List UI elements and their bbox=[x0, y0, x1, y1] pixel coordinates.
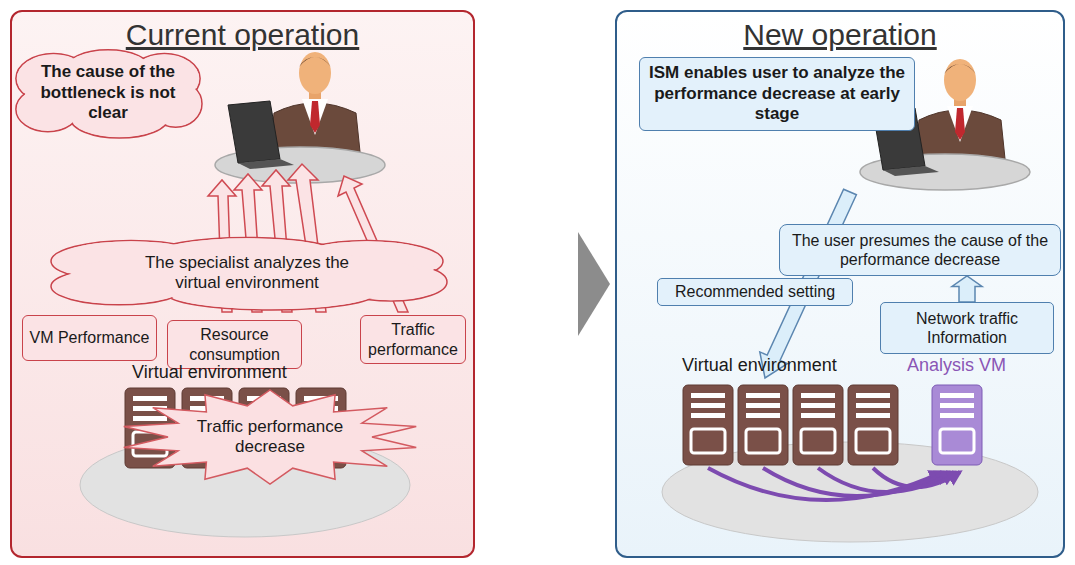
text-block: Traffic performance bbox=[366, 320, 460, 358]
illustration-part bbox=[296, 388, 346, 468]
text-block: Recommended setting bbox=[675, 282, 835, 301]
process-box: The user presumes the cause of the perfo… bbox=[779, 224, 1061, 276]
node-text: Traffic performance decrease bbox=[176, 417, 364, 458]
illustration-part bbox=[234, 174, 262, 312]
illustration-part bbox=[932, 385, 982, 465]
illustration-part bbox=[818, 468, 954, 492]
illustration-part bbox=[239, 388, 289, 468]
flow-label-box: Network traffic Information bbox=[880, 302, 1054, 354]
left-illustration bbox=[80, 52, 410, 537]
illustration-part bbox=[683, 385, 733, 465]
text-block: VM Performance bbox=[29, 328, 149, 347]
traffic-mirror-arrows bbox=[708, 468, 960, 500]
node-text: The specialist analyzes the virtual envi… bbox=[122, 253, 372, 294]
illustration-part bbox=[738, 385, 788, 465]
illustration-part bbox=[288, 164, 326, 312]
illustration-part bbox=[215, 52, 385, 183]
transition-arrow bbox=[578, 232, 610, 336]
text-block: The cause of the bottleneck is not clear bbox=[32, 62, 184, 123]
illustration-part bbox=[182, 388, 232, 468]
text-block: Traffic performance decrease bbox=[176, 417, 364, 458]
illustration-part bbox=[873, 468, 960, 487]
panel-title: New operation bbox=[617, 18, 1063, 52]
right-illustration bbox=[662, 59, 1038, 542]
analysis-arrows bbox=[208, 164, 408, 312]
metric-box: Traffic performance bbox=[360, 315, 466, 364]
illustration-part bbox=[80, 433, 410, 537]
node-text: The cause of the bottleneck is not clear bbox=[32, 62, 184, 123]
illustration-part bbox=[763, 468, 948, 496]
group-label: Virtual environment bbox=[682, 355, 837, 376]
group-label: Virtual environment bbox=[132, 362, 287, 383]
illustration-part bbox=[793, 385, 843, 465]
illustration-part bbox=[262, 170, 292, 312]
thought-cloud: The specialist analyzes the virtual envi… bbox=[47, 236, 447, 310]
text-block: Network traffic Information bbox=[887, 309, 1047, 347]
node-text: Network traffic Information bbox=[887, 309, 1047, 347]
starburst bbox=[124, 390, 417, 484]
node-text: Resource consumption bbox=[174, 325, 295, 363]
alert-starburst: Traffic performance decrease bbox=[120, 390, 420, 484]
panel-title: Current operation bbox=[12, 18, 473, 52]
illustration-part bbox=[662, 442, 1038, 542]
illustration-part bbox=[708, 468, 942, 500]
text-block: The specialist analyzes the virtual envi… bbox=[122, 253, 372, 294]
illustration-part bbox=[860, 59, 1030, 190]
metric-box: Resource consumption bbox=[167, 320, 302, 369]
node-text: Recommended setting bbox=[675, 282, 835, 301]
cloud-fill bbox=[71, 251, 423, 298]
new-operation-panel: New operationISM enables user to analyze… bbox=[615, 10, 1065, 558]
node-text: ISM enables user to analyze the performa… bbox=[648, 63, 906, 124]
node-text: Traffic performance bbox=[366, 320, 460, 358]
text-block: ISM enables user to analyze the performa… bbox=[648, 63, 906, 124]
callout-box: ISM enables user to analyze the performa… bbox=[639, 57, 915, 131]
illustration-part bbox=[338, 176, 408, 312]
illustration-part bbox=[125, 388, 175, 468]
node-text: VM Performance bbox=[29, 328, 149, 347]
text-block: The user presumes the cause of the perfo… bbox=[788, 231, 1052, 269]
text-block: Resource consumption bbox=[174, 325, 295, 363]
flow-label-box: Recommended setting bbox=[657, 278, 853, 306]
group-label: Analysis VM bbox=[907, 355, 1006, 376]
current-operation-panel: Current operationThe cause of the bottle… bbox=[10, 10, 475, 558]
illustration-part bbox=[848, 385, 898, 465]
recommended-setting-arrow bbox=[760, 189, 857, 378]
node-text: The user presumes the cause of the perfo… bbox=[788, 231, 1052, 269]
illustration-part bbox=[208, 180, 236, 312]
flow-arrow bbox=[952, 276, 982, 302]
thought-cloud: The cause of the bottleneck is not clear bbox=[14, 48, 202, 138]
metric-box: VM Performance bbox=[22, 315, 157, 361]
